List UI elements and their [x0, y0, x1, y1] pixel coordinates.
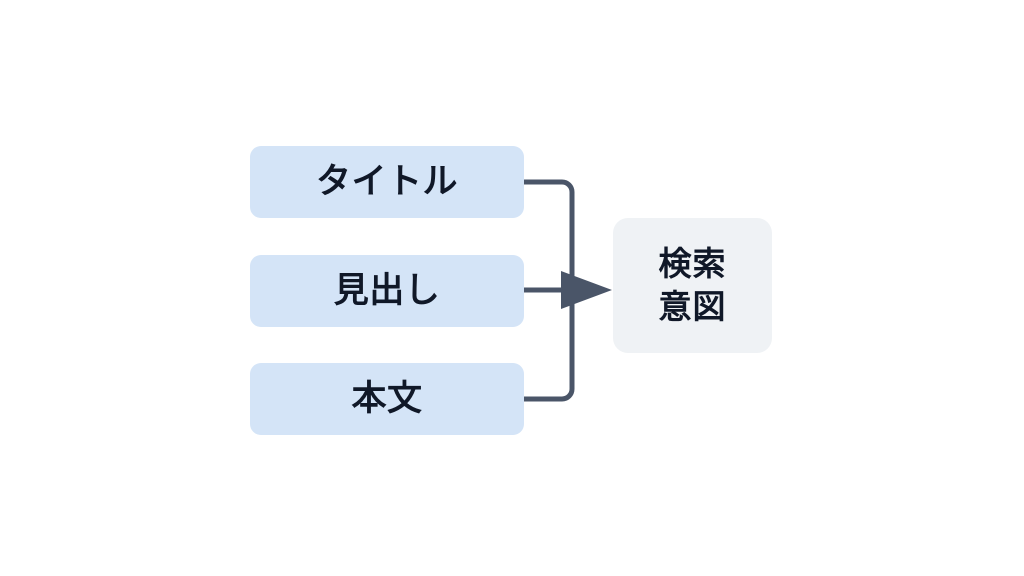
source-node-heading-label: 見出し: [333, 270, 441, 311]
target-node-line-1: 検索: [658, 244, 727, 284]
arrowhead-icon: [561, 271, 612, 309]
source-node-body-label: 本文: [351, 378, 423, 419]
connector-path-title: [524, 179, 575, 290]
source-node-body[interactable]: 本文: [250, 363, 524, 435]
connector-path-body: [524, 290, 575, 402]
target-node-line-2: 意図: [658, 286, 727, 326]
source-node-title-label: タイトル: [315, 161, 458, 202]
source-node-heading[interactable]: 見出し: [250, 255, 524, 327]
source-node-title[interactable]: タイトル: [250, 146, 524, 218]
target-node-search-intent[interactable]: 検索 意図: [613, 218, 772, 353]
